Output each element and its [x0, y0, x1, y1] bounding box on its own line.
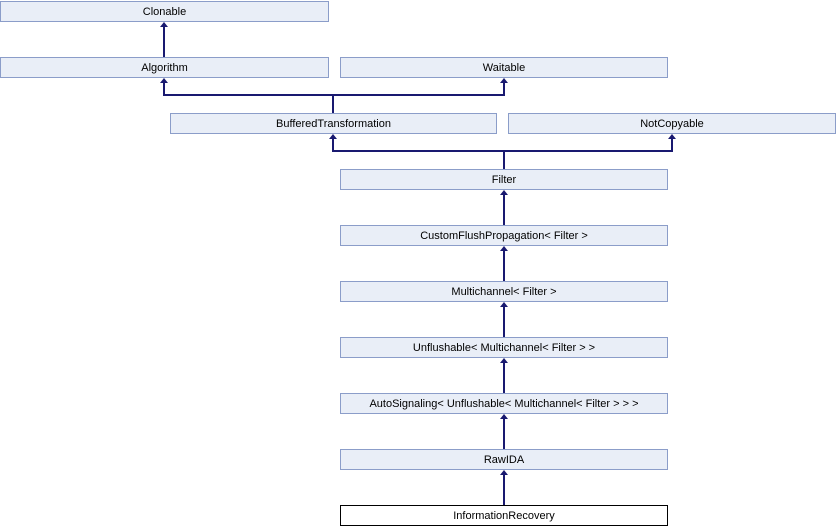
edge-rawida-autosignaling	[503, 419, 505, 449]
edge-filter-bus	[332, 150, 673, 152]
inheritance-arrowhead	[500, 470, 508, 475]
edge-customflush-filter	[503, 195, 505, 225]
inheritance-arrowhead	[500, 358, 508, 363]
class-box-waitable[interactable]: Waitable	[340, 57, 668, 78]
class-box-rawida[interactable]: RawIDA	[340, 449, 668, 470]
class-box-not-copyable[interactable]: NotCopyable	[508, 113, 836, 134]
edge-buffered-drop	[332, 94, 334, 113]
edge-filter-drop	[503, 150, 505, 169]
edge-buffered-algorithm	[163, 83, 165, 95]
edge-buffered-waitable	[503, 83, 505, 95]
inheritance-arrowhead	[329, 134, 337, 139]
class-box-multichannel[interactable]: Multichannel< Filter >	[340, 281, 668, 302]
inheritance-arrowhead	[160, 78, 168, 83]
edge-multichannel-customflush	[503, 251, 505, 281]
inheritance-arrowhead	[500, 302, 508, 307]
class-box-buffered-transformation[interactable]: BufferedTransformation	[170, 113, 497, 134]
edge-unflushable-multichannel	[503, 307, 505, 337]
edge-autosignaling-unflushable	[503, 363, 505, 393]
inheritance-arrowhead	[500, 190, 508, 195]
class-box-auto-signaling[interactable]: AutoSignaling< Unflushable< Multichannel…	[340, 393, 668, 414]
edge-informationrecovery-rawida	[503, 475, 505, 505]
class-box-information-recovery-current[interactable]: InformationRecovery	[340, 505, 668, 526]
class-box-clonable[interactable]: Clonable	[0, 1, 329, 22]
edge-filter-notcopyable	[671, 139, 673, 151]
class-box-algorithm[interactable]: Algorithm	[0, 57, 329, 78]
inheritance-arrowhead	[668, 134, 676, 139]
edge-algorithm-clonable	[163, 27, 165, 57]
inheritance-arrowhead	[500, 246, 508, 251]
inheritance-arrowhead	[500, 414, 508, 419]
inheritance-arrowhead	[500, 78, 508, 83]
edge-filter-buffered	[332, 139, 334, 151]
class-box-custom-flush-propagation[interactable]: CustomFlushPropagation< Filter >	[340, 225, 668, 246]
edge-buffered-bus	[163, 94, 505, 96]
class-box-unflushable[interactable]: Unflushable< Multichannel< Filter > >	[340, 337, 668, 358]
class-box-filter[interactable]: Filter	[340, 169, 668, 190]
inheritance-arrowhead	[160, 22, 168, 27]
